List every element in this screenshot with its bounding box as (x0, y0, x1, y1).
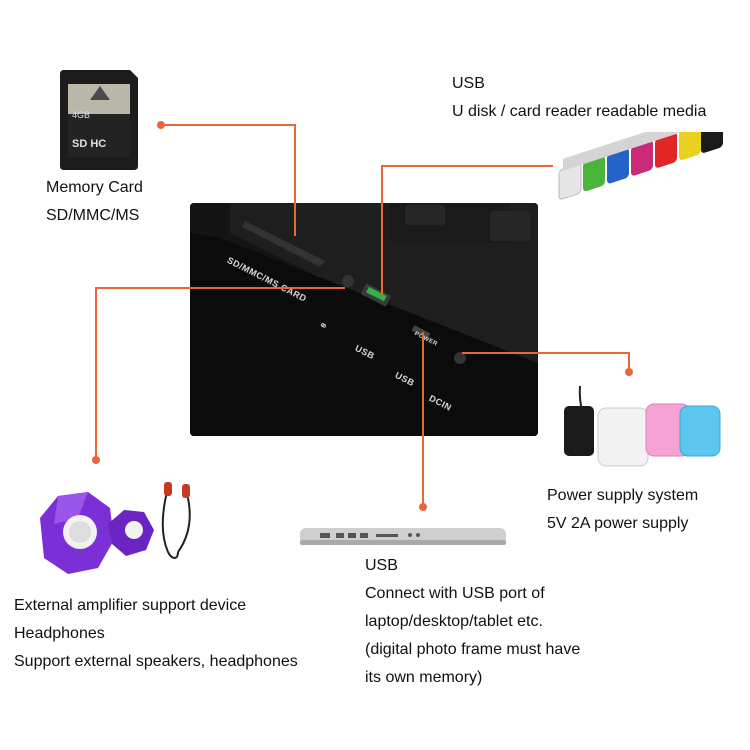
usb-top-title: USB (452, 75, 485, 92)
audio-line1: External amplifier support device (14, 597, 247, 614)
usb-bottom-line2: laptop/desktop/tablet etc. (365, 613, 543, 630)
power-adapter-image (558, 378, 730, 478)
sd-card-capacity: 4GB (72, 110, 91, 120)
sd-card-logo: SD HC (72, 138, 107, 150)
connector-dot-power (625, 368, 633, 376)
usb-bottom-line1: Connect with USB port of (365, 585, 545, 602)
audio-line3: Support external speakers, headphones (14, 653, 298, 670)
memory-card-title: Memory Card (46, 179, 143, 196)
sd-card-image: 4GB SD HC (60, 70, 138, 170)
usb-top-desc: U disk / card reader readable media (452, 103, 707, 120)
audio-line2: Headphones (14, 625, 105, 642)
power-title: Power supply system (547, 487, 699, 504)
connector-dot-usb-laptop (419, 503, 427, 511)
speakers-headphones-image (28, 478, 208, 580)
usb-bottom-title: USB (365, 557, 398, 574)
power-desc: 5V 2A power supply (547, 515, 689, 532)
device-ports-panel: SD/MMC/MS CARD ⚭ USB USB DCIN POWER (190, 203, 538, 436)
laptop-image (300, 526, 506, 548)
connector-dot-audio (92, 456, 100, 464)
usb-bottom-line4: its own memory) (365, 669, 483, 686)
usb-flash-drives-image (553, 108, 725, 204)
usb-bottom-line3: (digital photo frame must have (365, 641, 581, 658)
memory-card-formats: SD/MMC/MS (46, 207, 140, 224)
